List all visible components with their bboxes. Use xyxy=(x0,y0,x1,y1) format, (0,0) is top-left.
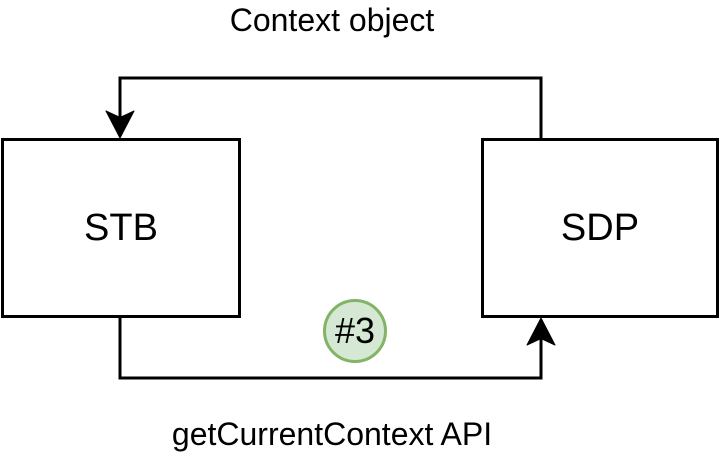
edge-getcurrentcontext xyxy=(118,317,556,380)
node-stb-label: STB xyxy=(84,206,158,249)
node-sdp: SDP xyxy=(481,138,719,318)
edge-label-getcurrentcontext: getCurrentContext API xyxy=(171,416,493,452)
node-sdp-label: SDP xyxy=(560,206,640,249)
step-number-badge-label: #3 xyxy=(334,310,376,351)
arrowhead-up-icon xyxy=(526,317,556,346)
edge-getcurrentcontext-line xyxy=(118,318,543,380)
node-stb: STB xyxy=(1,138,241,318)
step-number-badge: #3 xyxy=(323,299,387,363)
edge-context-object-line xyxy=(118,76,543,138)
edge-context-object xyxy=(105,76,543,139)
edge-label-context-object: Context object xyxy=(229,2,435,38)
arrowhead-down-icon xyxy=(105,110,135,139)
